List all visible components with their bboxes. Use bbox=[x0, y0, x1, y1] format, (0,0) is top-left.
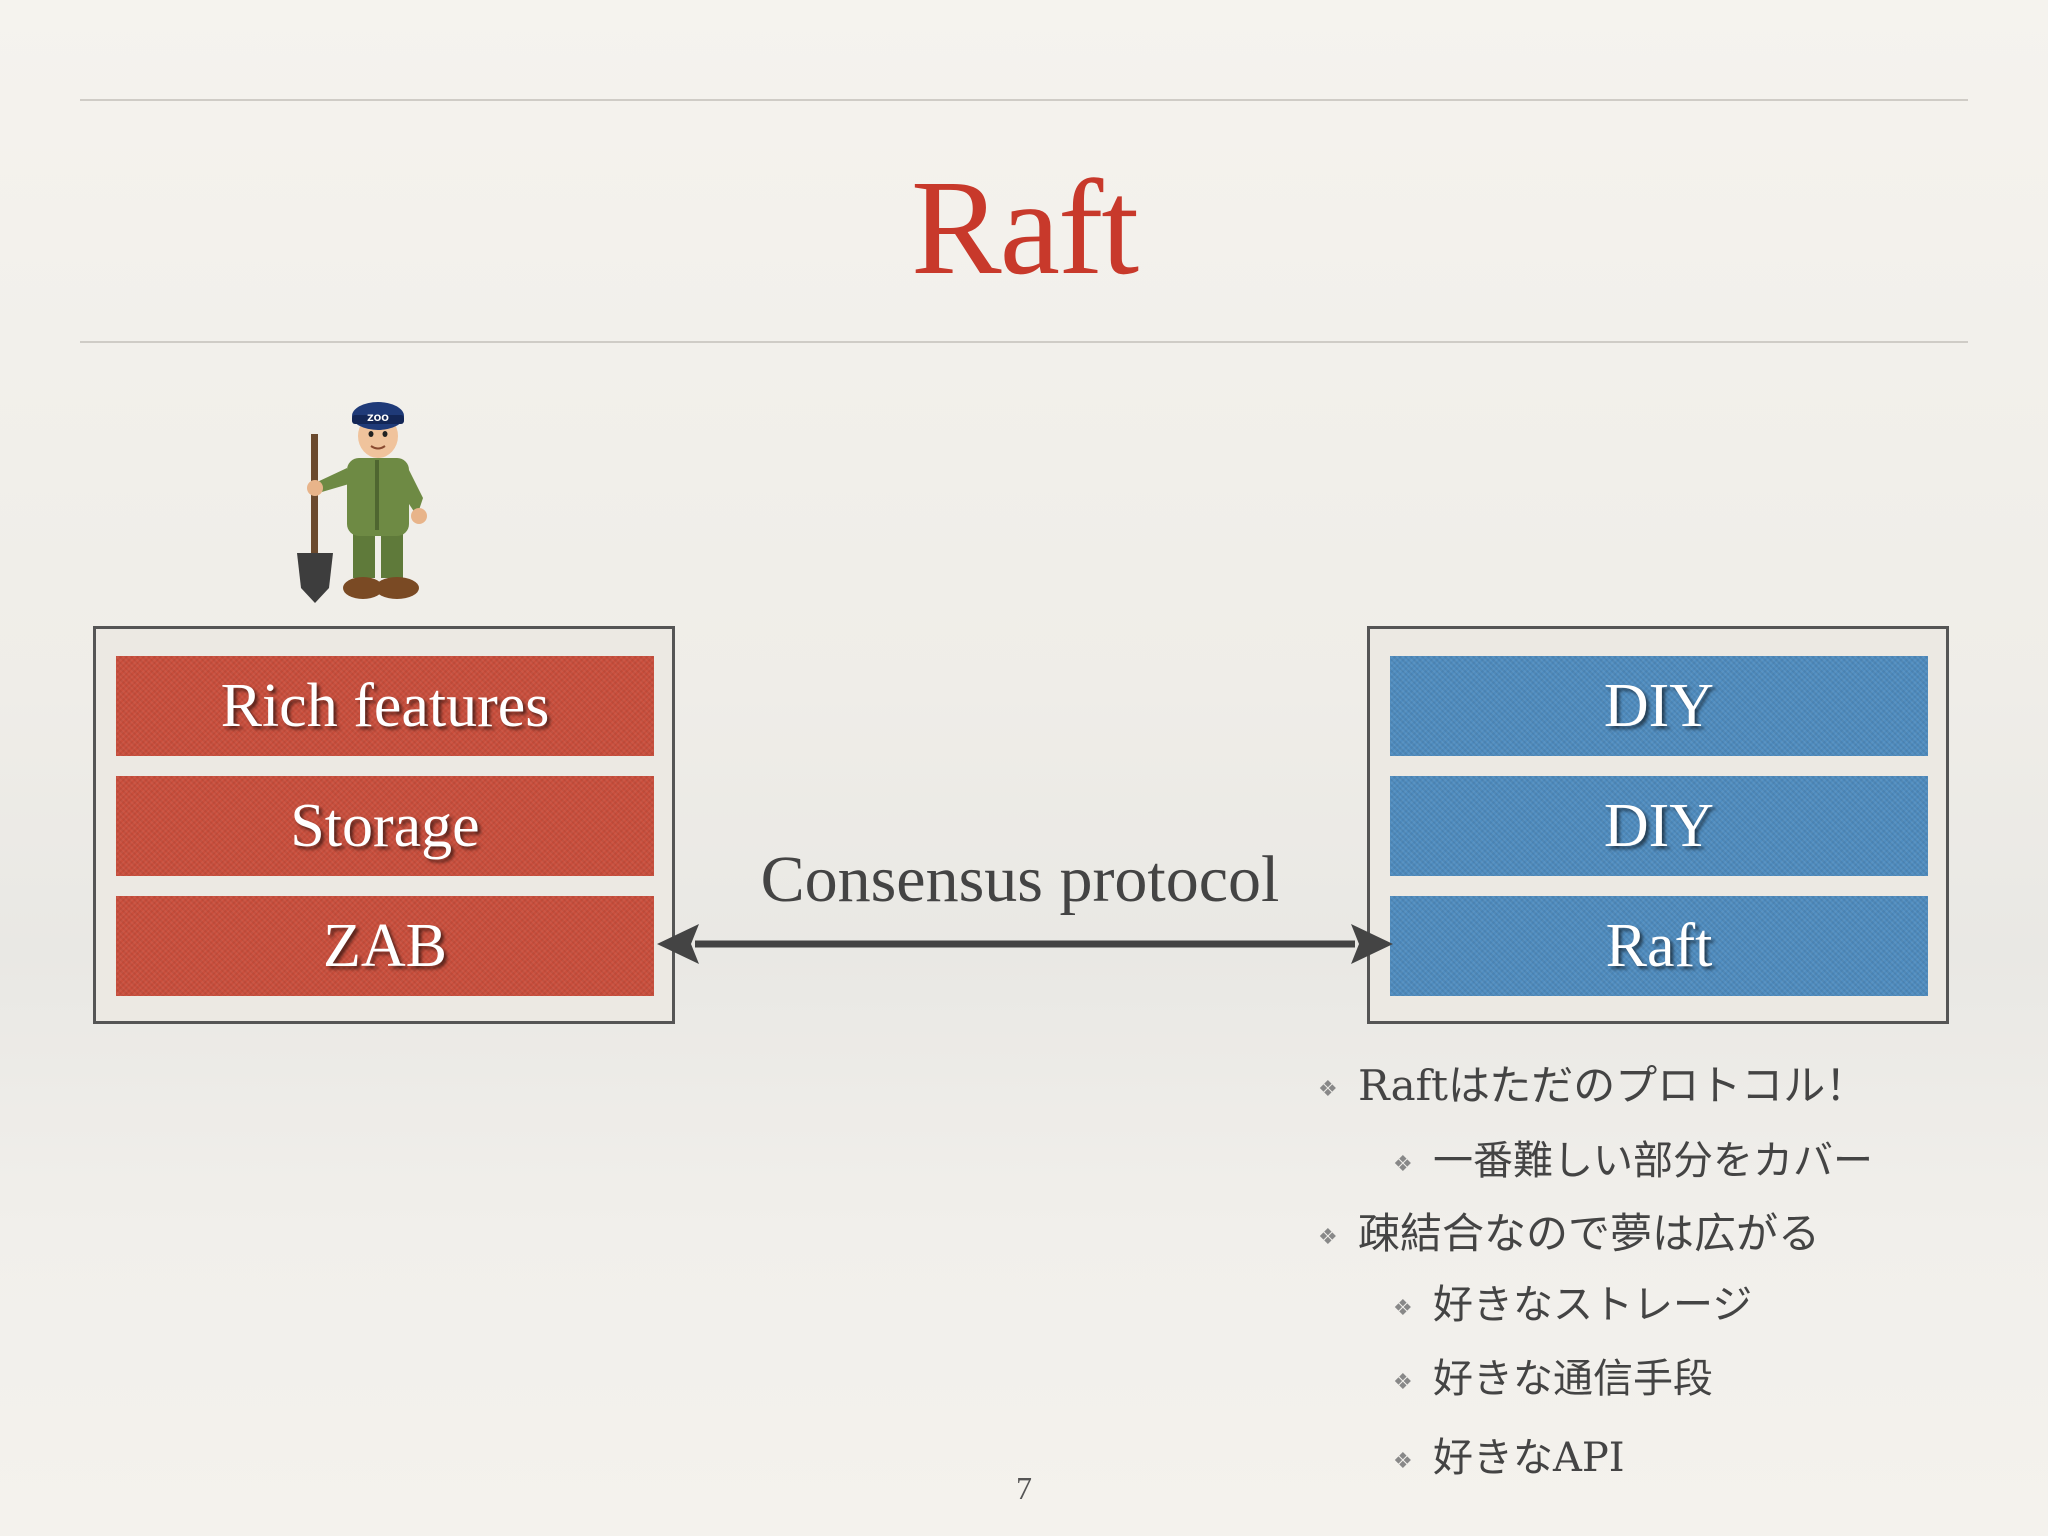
zookeeper-stack: Rich features Storage ZAB bbox=[93, 626, 675, 1024]
diamond-cluster-icon: ❖ bbox=[1318, 1224, 1338, 1250]
header-rule-bottom bbox=[80, 341, 1968, 343]
diamond-cluster-icon: ❖ bbox=[1393, 1151, 1413, 1177]
layer-storage: Storage bbox=[116, 776, 654, 876]
layer-diy-middle: DIY bbox=[1390, 776, 1928, 876]
connector-label: Consensus protocol bbox=[760, 843, 1280, 916]
layer-diy-top: DIY bbox=[1390, 656, 1928, 756]
hat-label: ZOO bbox=[367, 414, 389, 424]
bullet-item: ❖好きなAPI bbox=[1393, 1435, 1625, 1481]
layer-zab: ZAB bbox=[116, 896, 654, 996]
double-arrow-icon bbox=[657, 924, 1393, 964]
slide-title: Raft bbox=[910, 153, 1139, 303]
bullet-item: ❖好きな通信手段 bbox=[1393, 1356, 1713, 1402]
raft-stack: DIY DIY Raft bbox=[1367, 626, 1949, 1024]
layer-raft: Raft bbox=[1390, 896, 1928, 996]
bullet-item: ❖一番難しい部分をカバー bbox=[1393, 1138, 1873, 1184]
diamond-cluster-icon: ❖ bbox=[1393, 1295, 1413, 1321]
bullet-item: ❖Raftはただのプロトコル！ bbox=[1318, 1061, 1868, 1110]
header-rule-top bbox=[80, 99, 1968, 101]
diamond-cluster-icon: ❖ bbox=[1318, 1076, 1338, 1102]
bullet-item: ❖好きなストレージ bbox=[1393, 1282, 1753, 1328]
zookeeper-mascot-icon: ZOO bbox=[297, 402, 427, 603]
diamond-cluster-icon: ❖ bbox=[1393, 1369, 1413, 1395]
page-number: 7 bbox=[1016, 1470, 1032, 1506]
layer-rich-features: Rich features bbox=[116, 656, 654, 756]
bullet-item: ❖疎結合なので夢は広がる bbox=[1318, 1209, 1821, 1258]
diamond-cluster-icon: ❖ bbox=[1393, 1448, 1413, 1474]
shovel-blade bbox=[297, 553, 333, 603]
